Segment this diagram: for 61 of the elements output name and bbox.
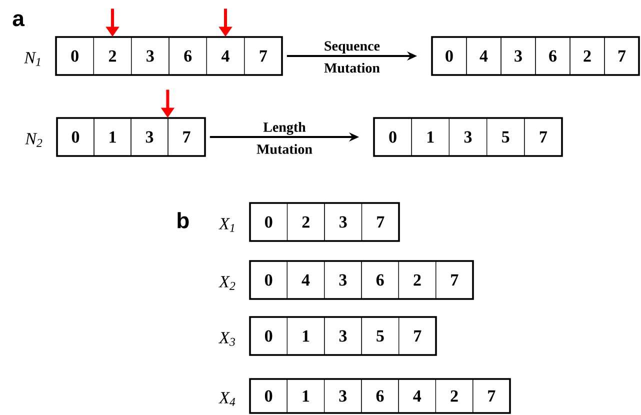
array-cell: 5 [361,316,400,356]
array-cell: 7 [524,118,562,156]
array-cell: 1 [411,118,450,156]
array-cell: 0 [56,118,94,156]
array-cell: 3 [131,36,170,76]
array-cell: 7 [398,316,436,356]
array-name: N$_{1}$ [24,52,40,66]
array-box [431,36,640,76]
array-box [55,36,283,76]
panel-letter: a [12,14,25,26]
array-cell: 2 [570,36,605,76]
array-cell: 4 [398,378,436,414]
array-box [249,378,511,414]
array-cell: 6 [168,36,207,76]
array-cell: 6 [535,36,570,76]
array-cell: 6 [361,378,399,414]
array-cell: 0 [250,202,288,242]
array-box [56,117,206,157]
array-cell: 2 [286,202,325,242]
array-cell: 3 [500,36,536,76]
array-cell: 0 [432,36,467,76]
array-box [249,202,400,242]
array-name: X$_{4}$ [218,392,236,406]
array-cell: 3 [324,378,362,414]
array-cell: 2 [435,378,474,414]
array-box [373,117,563,157]
array-cell: 3 [324,316,362,356]
array-box [249,260,474,300]
array-cell: 7 [244,36,282,76]
array-name: X$_{1}$ [218,218,234,232]
panel-letter: b [178,212,189,228]
array-cell: 7 [436,260,474,300]
array-cell: 2 [398,260,436,300]
array-cell: 0 [250,378,288,414]
edge-label: Length Mutation [256,122,312,154]
array-cell: 3 [324,260,362,300]
array-cell: 4 [206,36,245,76]
array-cell: 1 [286,378,325,414]
array-name: N$_{2}$ [25,133,42,147]
array-cell: 6 [361,260,399,300]
array-cell: 0 [250,316,288,356]
array-name: X$_{2}$ [218,276,236,290]
array-cell: 4 [466,36,502,76]
array-cell: 0 [56,36,94,76]
array-cell: 7 [472,378,510,414]
array-cell: 5 [486,118,525,156]
edge-label: Sequence Mutation [324,41,380,73]
array-cell: 7 [604,36,640,76]
array-cell: 3 [324,202,362,242]
array-cell: 0 [374,118,412,156]
array-cell: 1 [286,316,325,356]
array-cell: 3 [448,118,488,156]
array-cell: 1 [94,118,132,156]
array-cell: 2 [93,36,132,76]
array-cell: 7 [168,118,206,156]
array-box [249,316,437,356]
array-cell: 7 [361,202,400,242]
array-cell: 0 [250,260,288,300]
array-cell: 4 [286,260,325,300]
array-cell: 3 [130,118,168,156]
array-name: X$_{3}$ [218,332,235,346]
